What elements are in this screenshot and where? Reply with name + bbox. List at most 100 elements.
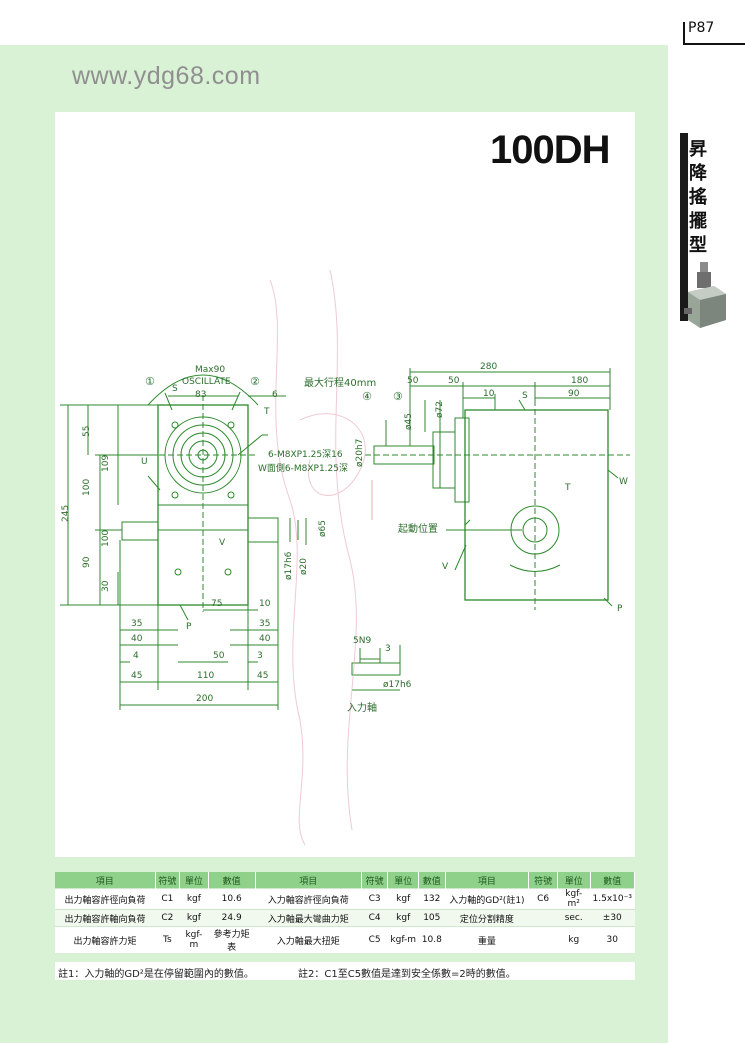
table-cell: C2 <box>155 909 180 927</box>
input-shaft-left <box>121 521 159 541</box>
table-cell: 定位分割精度 <box>445 909 529 927</box>
input-shaft-right <box>247 517 279 543</box>
dim-245: 245 <box>61 504 71 522</box>
dim-75: 75 <box>211 599 223 609</box>
table-cell: kgf <box>179 888 209 910</box>
header-cell: 符號 <box>155 872 181 889</box>
table-cell: 1.5x10⁻³ <box>590 888 635 910</box>
header-cell: 項目 <box>55 872 156 889</box>
header-cell: 數值 <box>590 872 636 889</box>
table-cell: kgf <box>387 888 419 910</box>
table-cell <box>528 926 558 953</box>
dia-65: ø65 <box>318 520 328 537</box>
table-cell: kgf <box>387 909 419 927</box>
shaft-key-detail <box>351 645 401 691</box>
w-face-holes-label: W面側6-M8XP1.25深 <box>258 464 348 474</box>
dia-45: ø45 <box>404 413 414 430</box>
dim-35-right: 35 <box>259 619 271 629</box>
side-view-body <box>464 409 609 601</box>
table-cell: kgf <box>179 909 209 927</box>
table-cell: 入力軸最大彎曲力矩 <box>255 909 362 927</box>
s-label: S <box>172 384 178 394</box>
table-cell: kgf-m <box>387 926 419 953</box>
v-label-side: V <box>442 562 449 572</box>
header-cell: 符號 <box>361 872 389 889</box>
header-cell: 項目 <box>445 872 530 889</box>
table-cell: C3 <box>361 888 388 910</box>
table-cell: C1 <box>155 888 180 910</box>
header-cell: 單位 <box>557 872 591 889</box>
table-cell: C4 <box>361 909 388 927</box>
dim-109: 109 <box>101 454 111 472</box>
table-cell: C5 <box>361 926 388 953</box>
w-label-side: W <box>619 477 628 487</box>
dim-90: 90 <box>82 556 92 568</box>
header-cell: 單位 <box>387 872 420 889</box>
table-cell: kgf-m <box>179 926 209 953</box>
table-cell: 出力軸容許力矩 <box>55 926 156 953</box>
side-title-char: 昇 <box>689 139 707 160</box>
dim-50-side-right: 50 <box>448 376 460 386</box>
dim-100-lower: 100 <box>101 529 111 547</box>
dim-30: 30 <box>101 580 111 592</box>
dim-10-side: 10 <box>483 389 495 399</box>
table-row: 出力軸容許軸向負荷 C2 kgf 24.9 入力軸最大彎曲力矩 C4 kgf 1… <box>55 909 635 927</box>
table-cell: 24.9 <box>208 909 256 927</box>
header-cell: 數值 <box>418 872 446 889</box>
dia-20h7: ø20h7 <box>355 438 365 467</box>
dim-40-left: 40 <box>131 634 143 644</box>
dim-10: 10 <box>259 599 271 609</box>
dim-45-right: 45 <box>257 671 269 681</box>
dim-55: 55 <box>82 425 92 437</box>
footnotes: 註1：入力軸的GD²是在停留範圍內的數值。 註2：C1至C5數值是達到安全係數=… <box>55 962 635 980</box>
watermark-signature <box>269 269 366 846</box>
t-label-side: T <box>565 483 571 493</box>
side-title-char: 型 <box>689 235 707 256</box>
table-cell: 參考力矩表 <box>208 926 256 953</box>
header-cell: 單位 <box>179 872 209 889</box>
watermark-url: www.ydg68.com <box>72 62 261 90</box>
dim-40-right: 40 <box>259 634 271 644</box>
oscillate-arc <box>147 374 259 406</box>
dim-280: 280 <box>480 362 498 372</box>
table-cell: 105 <box>418 909 446 927</box>
oscillate-label: OSCILLATE <box>182 377 231 387</box>
output-flange <box>164 416 242 494</box>
table-cell: 入力軸容許徑向負荷 <box>255 888 362 910</box>
input-shaft-dia-label: ø17h6 <box>383 680 412 690</box>
dim-4: 4 <box>133 651 139 661</box>
dim-50-side-left: 50 <box>407 376 419 386</box>
side-tab-stripe <box>680 133 688 321</box>
side-title: 昇 降 搖 擺 型 <box>686 138 710 258</box>
s-label-side: S <box>522 391 528 401</box>
table-cell: 入力軸最大扭矩 <box>255 926 362 953</box>
footnote-2: 註2：C1至C5數值是達到安全係數=2時的數值。 <box>298 969 516 980</box>
drawing-sheet <box>55 112 635 857</box>
model-title: 100DH <box>490 128 611 172</box>
v-label: V <box>219 538 226 548</box>
dim-83: 83 <box>195 390 207 400</box>
p-label: P <box>186 622 192 632</box>
callout-1: ① <box>145 375 155 388</box>
dim-200: 200 <box>196 694 214 704</box>
table-cell: ±30 <box>590 909 635 927</box>
spec-table-header: 項目 符號 單位 數值 項目 符號 單位 數值 項目 符號 單位 數值 <box>55 872 636 889</box>
page-number-underline <box>683 43 745 45</box>
dim-6: 6 <box>272 390 278 400</box>
dim-90-side: 90 <box>568 389 580 399</box>
p-label-side: P <box>617 604 623 614</box>
max-stroke-label: 最大行程40mm <box>304 378 377 389</box>
dim-100-upper: 100 <box>82 478 92 496</box>
indexer-product-image <box>684 262 726 328</box>
header-cell: 數值 <box>208 872 256 889</box>
dia-17h6: ø17h6 <box>284 551 294 580</box>
table-cell <box>528 909 558 927</box>
table-cell: sec. <box>557 909 591 927</box>
engineering-drawing <box>60 269 630 846</box>
header-cell: 符號 <box>528 872 558 889</box>
dim-35-left: 35 <box>131 619 143 629</box>
table-cell: 30 <box>590 926 635 953</box>
t-label: T <box>264 407 270 417</box>
table-cell: kgf-m² <box>557 888 591 910</box>
dim-110: 110 <box>197 671 215 681</box>
